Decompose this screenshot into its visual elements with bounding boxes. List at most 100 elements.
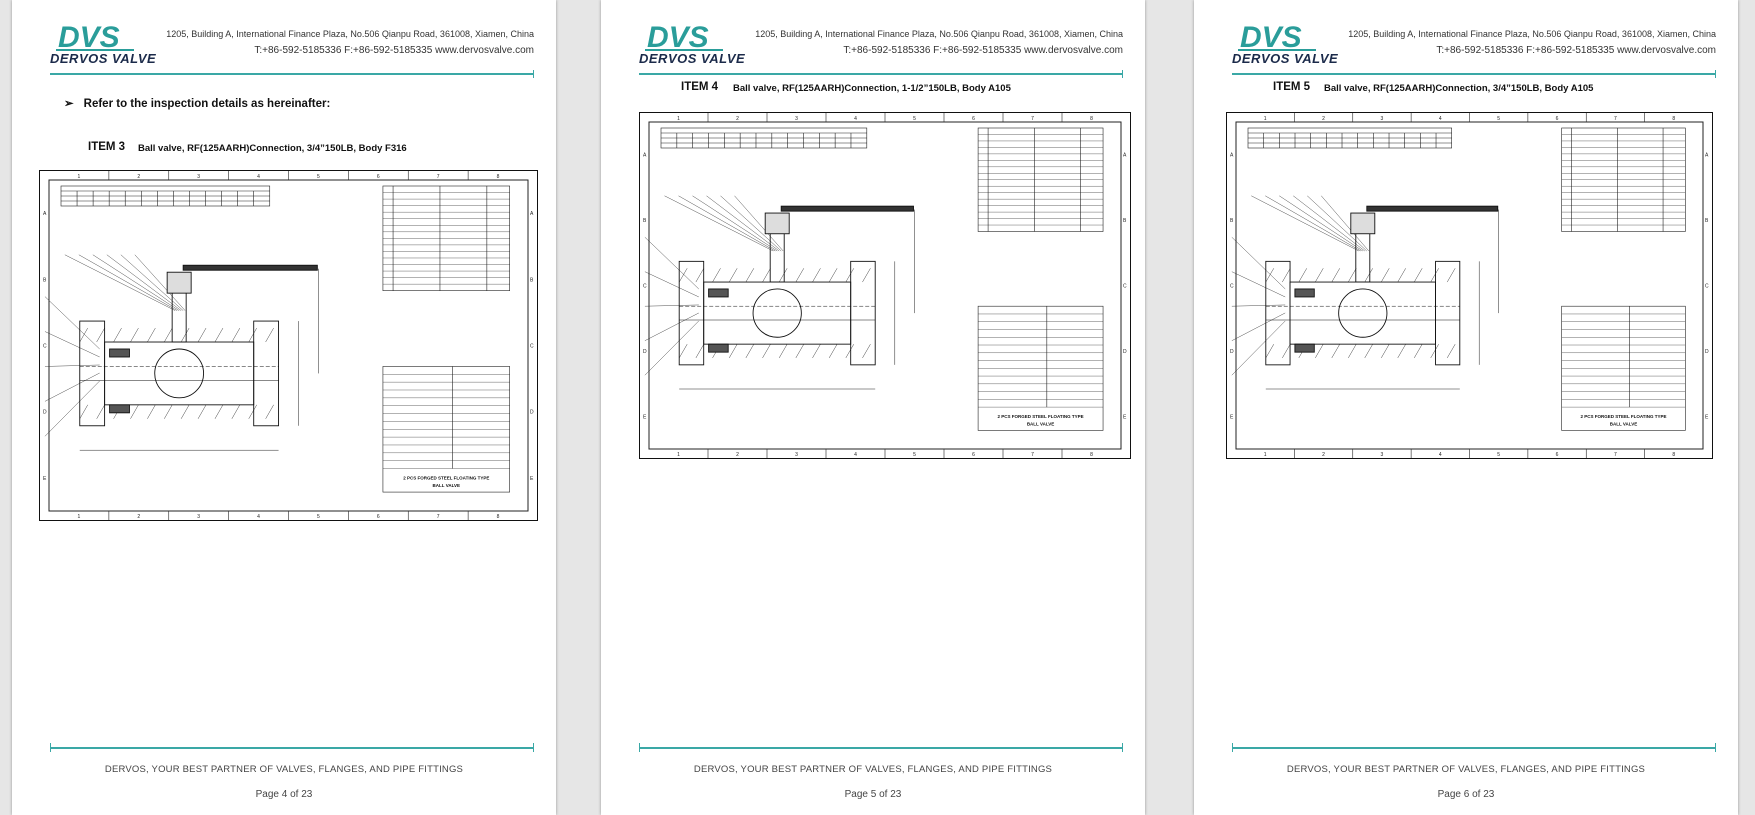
page-number: Page 6 of 23 xyxy=(1437,789,1495,800)
document-page: DVS DERVOS VALVE 1205, Building A, Inter… xyxy=(601,0,1145,815)
svg-text:2 PCS FORGED STEEL FLOATING TY: 2 PCS FORGED STEEL FLOATING TYPE xyxy=(403,476,489,481)
svg-text:7: 7 xyxy=(1614,452,1617,458)
svg-text:4: 4 xyxy=(854,116,857,122)
svg-text:A: A xyxy=(43,211,47,217)
svg-text:C: C xyxy=(1705,284,1709,290)
svg-text:3: 3 xyxy=(197,514,200,520)
svg-text:1: 1 xyxy=(78,174,81,180)
svg-text:6: 6 xyxy=(1556,116,1559,122)
svg-text:2: 2 xyxy=(736,116,739,122)
svg-text:DVS: DVS xyxy=(647,21,709,52)
item-description: Ball valve, RF(125AARH)Connection, 1-1/2… xyxy=(733,83,1011,94)
svg-text:2: 2 xyxy=(137,174,140,180)
svg-text:1: 1 xyxy=(677,116,680,122)
item-label: ITEM 4 xyxy=(681,81,719,93)
footer-divider xyxy=(1232,743,1716,752)
svg-text:C: C xyxy=(643,284,647,290)
svg-text:2: 2 xyxy=(736,452,739,458)
svg-text:D: D xyxy=(530,410,534,416)
svg-text:4: 4 xyxy=(257,514,260,520)
svg-text:3: 3 xyxy=(795,452,798,458)
company-logo: DVS DERVOS VALVE xyxy=(1232,20,1338,68)
item-description: Ball valve, RF(125AARH)Connection, 3/4”1… xyxy=(1324,83,1594,94)
company-logo: DVS DERVOS VALVE xyxy=(639,20,745,68)
footer-divider xyxy=(50,743,534,752)
company-address: 1205, Building A, International Finance … xyxy=(1348,29,1716,39)
svg-text:3: 3 xyxy=(1381,452,1384,458)
svg-text:5: 5 xyxy=(1497,452,1500,458)
svg-text:7: 7 xyxy=(1031,116,1034,122)
company-contact: T:+86-592-5185336 F:+86-592-5185335 www.… xyxy=(254,45,534,56)
svg-text:D: D xyxy=(1123,349,1127,355)
svg-text:2: 2 xyxy=(137,514,140,520)
svg-text:A: A xyxy=(1123,153,1127,159)
item-label: ITEM 3 xyxy=(88,141,126,153)
svg-text:5: 5 xyxy=(913,116,916,122)
intro-text: ➢Refer to the inspection details as here… xyxy=(64,98,331,110)
svg-text:6: 6 xyxy=(1556,452,1559,458)
svg-text:B: B xyxy=(643,218,647,224)
footer-slogan: DERVOS, YOUR BEST PARTNER OF VALVES, FLA… xyxy=(693,764,1053,775)
svg-text:8: 8 xyxy=(1672,452,1675,458)
svg-text:1: 1 xyxy=(1264,452,1267,458)
item-label: ITEM 5 xyxy=(1273,81,1311,93)
svg-text:7: 7 xyxy=(1614,116,1617,122)
footer-divider xyxy=(639,743,1123,752)
company-contact: T:+86-592-5185336 F:+86-592-5185335 www.… xyxy=(1436,45,1716,56)
svg-text:6: 6 xyxy=(377,174,380,180)
svg-text:B: B xyxy=(43,277,47,283)
svg-text:D: D xyxy=(1230,349,1234,355)
logo-subtitle: DERVOS VALVE xyxy=(1232,51,1339,66)
svg-text:B: B xyxy=(530,277,534,283)
svg-text:C: C xyxy=(1230,284,1234,290)
svg-text:D: D xyxy=(1705,349,1709,355)
arrow-bullet-icon: ➢ xyxy=(64,98,74,110)
svg-text:4: 4 xyxy=(257,174,260,180)
svg-text:5: 5 xyxy=(317,174,320,180)
svg-text:BALL VALVE: BALL VALVE xyxy=(433,483,461,488)
svg-text:8: 8 xyxy=(497,514,500,520)
svg-text:D: D xyxy=(643,349,647,355)
svg-text:E: E xyxy=(43,476,47,482)
svg-text:7: 7 xyxy=(437,514,440,520)
footer-slogan: DERVOS, YOUR BEST PARTNER OF VALVES, FLA… xyxy=(1286,764,1646,775)
svg-text:8: 8 xyxy=(1090,116,1093,122)
svg-text:8: 8 xyxy=(497,174,500,180)
footer-slogan: DERVOS, YOUR BEST PARTNER OF VALVES, FLA… xyxy=(104,764,464,775)
svg-text:C: C xyxy=(43,344,47,350)
svg-text:7: 7 xyxy=(437,174,440,180)
document-page: DVS DERVOS VALVE 1205, Building A, Inter… xyxy=(1194,0,1738,815)
svg-text:BALL VALVE: BALL VALVE xyxy=(1610,421,1638,426)
svg-text:3: 3 xyxy=(197,174,200,180)
svg-text:1: 1 xyxy=(78,514,81,520)
svg-text:6: 6 xyxy=(972,452,975,458)
svg-text:A: A xyxy=(1705,153,1709,159)
svg-text:E: E xyxy=(1230,414,1234,420)
logo-subtitle: DERVOS VALVE xyxy=(639,51,746,66)
svg-text:4: 4 xyxy=(1439,116,1442,122)
svg-text:1: 1 xyxy=(677,452,680,458)
svg-text:4: 4 xyxy=(854,452,857,458)
svg-text:A: A xyxy=(1230,153,1234,159)
svg-text:1: 1 xyxy=(1264,116,1267,122)
svg-text:6: 6 xyxy=(972,116,975,122)
svg-text:2 PCS FORGED STEEL FLOATING TY: 2 PCS FORGED STEEL FLOATING TYPE xyxy=(1580,414,1666,419)
company-address: 1205, Building A, International Finance … xyxy=(166,29,534,39)
svg-text:5: 5 xyxy=(317,514,320,520)
header-divider xyxy=(639,70,1123,78)
svg-text:7: 7 xyxy=(1031,452,1034,458)
svg-text:2 PCS FORGED STEEL FLOATING TY: 2 PCS FORGED STEEL FLOATING TYPE xyxy=(998,414,1084,419)
svg-text:2: 2 xyxy=(1322,116,1325,122)
svg-text:DVS: DVS xyxy=(1240,21,1302,52)
company-logo: DVS DERVOS VALVE xyxy=(50,20,156,68)
svg-text:5: 5 xyxy=(913,452,916,458)
svg-text:B: B xyxy=(1230,218,1234,224)
page-number: Page 4 of 23 xyxy=(255,789,313,800)
svg-text:4: 4 xyxy=(1439,452,1442,458)
company-address: 1205, Building A, International Finance … xyxy=(755,29,1123,39)
svg-text:A: A xyxy=(643,153,647,159)
logo-subtitle: DERVOS VALVE xyxy=(50,51,157,66)
svg-text:E: E xyxy=(1705,414,1709,420)
